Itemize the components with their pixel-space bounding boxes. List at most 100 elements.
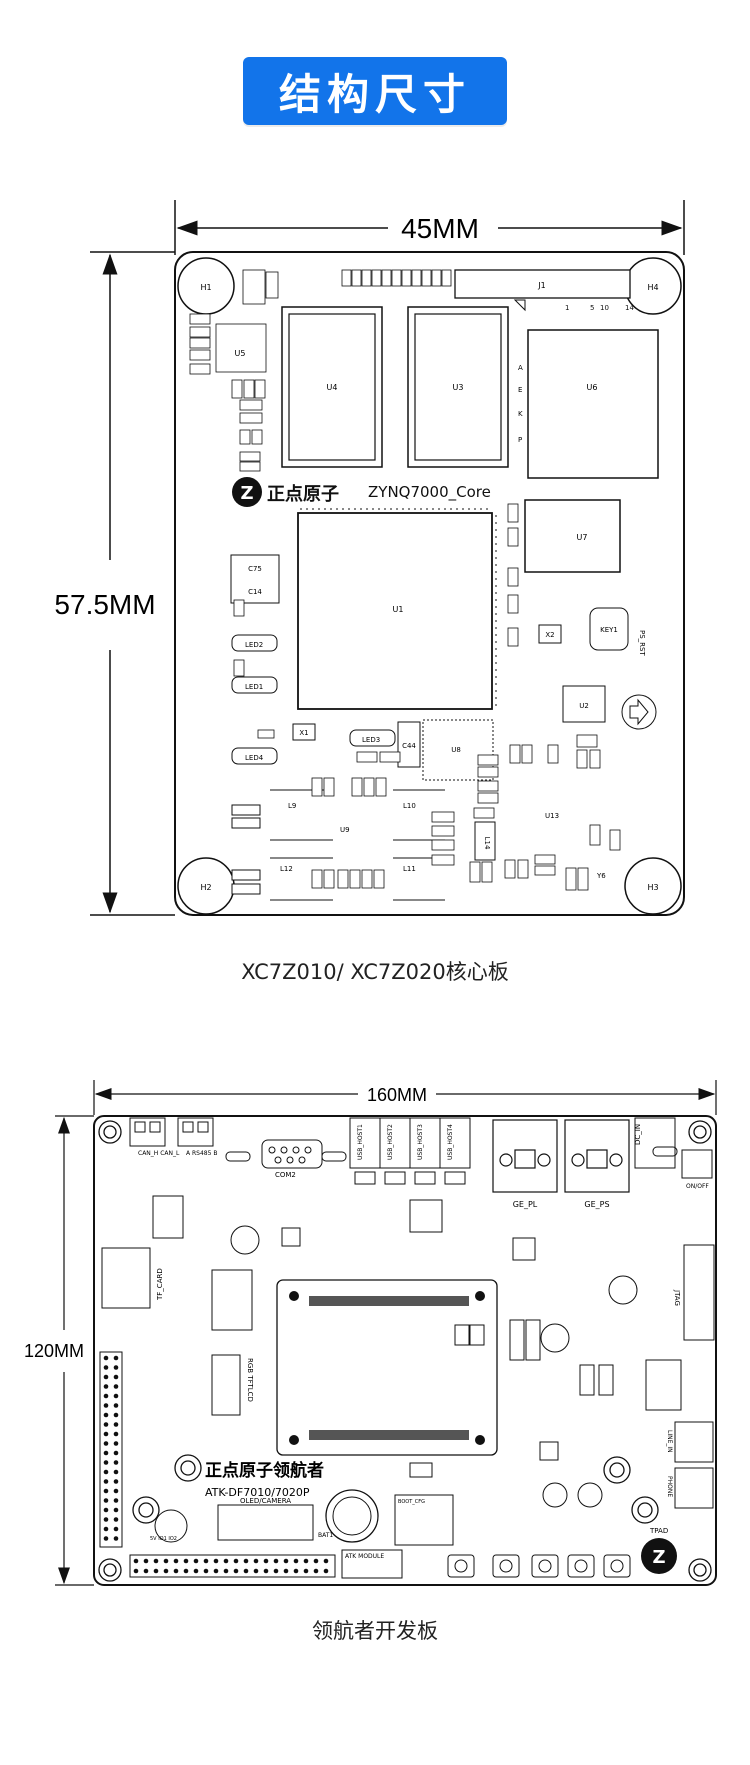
dev-model-text: ATK-DF7010/7020P xyxy=(205,1486,310,1499)
header-pin xyxy=(113,1365,119,1370)
header-pin xyxy=(283,1568,289,1574)
header-pin xyxy=(113,1441,119,1446)
left-top-smd-parts xyxy=(189,269,279,472)
c44-cap xyxy=(397,721,421,768)
header-pin xyxy=(233,1558,239,1564)
header-pin xyxy=(133,1568,139,1574)
header-pin xyxy=(113,1460,119,1465)
core-width-dimension xyxy=(174,200,685,255)
header-pin xyxy=(103,1355,109,1361)
usb-host2-label: USB_HOST2 xyxy=(387,1124,394,1160)
x2-crystal xyxy=(538,624,562,644)
key1-label: KEY1 xyxy=(600,626,618,634)
u2-chip xyxy=(562,685,606,723)
ge-ps-label: GE_PS xyxy=(584,1200,609,1209)
com2-header xyxy=(261,1139,323,1169)
core-board-caption: XC7Z010/ XC7Z020核心板 xyxy=(241,960,509,984)
header-pin xyxy=(193,1568,199,1574)
header-pin xyxy=(233,1568,239,1574)
jtag-header xyxy=(683,1244,715,1341)
header-pin xyxy=(103,1507,109,1513)
header-pin xyxy=(293,1558,299,1564)
header-pin xyxy=(103,1412,109,1418)
left-pin-header xyxy=(99,1351,123,1548)
header-pin xyxy=(103,1431,109,1437)
ethernet-ports xyxy=(492,1119,630,1193)
core-height-dimension xyxy=(90,251,175,916)
header-pin xyxy=(143,1558,149,1564)
u1-pin-marks xyxy=(300,508,497,706)
on-off-label: ON/OFF xyxy=(686,1183,709,1190)
header-pin xyxy=(173,1568,179,1574)
header-pin xyxy=(113,1393,119,1399)
header-pin xyxy=(223,1558,229,1564)
header-pin xyxy=(253,1568,259,1574)
header-pin xyxy=(223,1568,229,1574)
header-pin xyxy=(113,1374,119,1380)
core-socket-holes xyxy=(289,1291,485,1445)
key1-button xyxy=(589,607,629,651)
u9-label: U9 xyxy=(340,826,350,834)
u13-label: U13 xyxy=(545,812,559,820)
h1-label: H1 xyxy=(200,283,211,292)
led3-label: LED3 xyxy=(362,736,380,744)
u2-label: U2 xyxy=(579,702,589,710)
header-pin xyxy=(103,1374,109,1380)
header-pin xyxy=(113,1498,119,1503)
atk-module-label: ATK MODULE xyxy=(345,1553,384,1560)
section-title: 结构尺寸 xyxy=(278,69,471,119)
header-pin xyxy=(113,1488,119,1494)
header-pin xyxy=(113,1526,119,1532)
header-pin xyxy=(113,1355,119,1361)
j1-label: J1 xyxy=(537,281,545,290)
svg-text:5: 5 xyxy=(590,304,594,312)
header-pin xyxy=(103,1536,109,1541)
led1-label: LED1 xyxy=(245,683,263,691)
header-pin xyxy=(103,1365,109,1370)
header-pin xyxy=(253,1558,259,1564)
header-pin xyxy=(213,1558,219,1564)
header-pin xyxy=(113,1422,119,1427)
tf-card-slot xyxy=(101,1247,151,1309)
l12-label: L12 xyxy=(280,865,293,873)
audio-jacks xyxy=(674,1421,714,1509)
boot-cfg-table xyxy=(394,1494,454,1546)
header-pin xyxy=(213,1568,219,1574)
l14-label: L14 xyxy=(483,837,491,850)
bat1-label: BAT1 xyxy=(318,1532,333,1539)
dev-height-dimension xyxy=(55,1115,94,1586)
header-pin xyxy=(113,1431,119,1437)
u6-label: U6 xyxy=(587,383,598,392)
rs485-label: A RS485 B xyxy=(186,1150,217,1157)
header-pin xyxy=(273,1568,279,1574)
header-pin xyxy=(143,1568,149,1574)
svg-text:P: P xyxy=(518,436,522,444)
c75-c14-caps xyxy=(230,554,280,604)
u4-label: U4 xyxy=(327,383,338,392)
u4-chip xyxy=(281,306,383,468)
header-pin xyxy=(103,1422,109,1427)
j1-connector xyxy=(454,269,631,299)
header-pin xyxy=(273,1558,279,1564)
header-pin xyxy=(103,1479,109,1484)
core-socket-connector-bottom xyxy=(309,1430,469,1440)
header-pin xyxy=(113,1412,119,1418)
header-pin xyxy=(323,1568,329,1574)
header-pin xyxy=(113,1536,119,1541)
core-height-label: 57.5MM xyxy=(54,589,155,620)
header-pin xyxy=(163,1568,169,1574)
header-pin xyxy=(323,1558,329,1564)
header-pin xyxy=(283,1558,289,1564)
core-mounting-holes xyxy=(177,257,682,915)
header-pin xyxy=(113,1517,119,1522)
header-pin xyxy=(103,1460,109,1465)
y6-label: Y6 xyxy=(596,872,606,880)
header-pin xyxy=(193,1558,199,1564)
u7-label: U7 xyxy=(577,533,588,542)
can-label: CAN_H CAN_L xyxy=(138,1150,180,1157)
boot-cfg-label: BOOT_CFG xyxy=(398,1499,425,1505)
x2-label: X2 xyxy=(545,631,554,639)
led2-label: LED2 xyxy=(245,641,263,649)
bottom-pin-header xyxy=(129,1554,336,1578)
